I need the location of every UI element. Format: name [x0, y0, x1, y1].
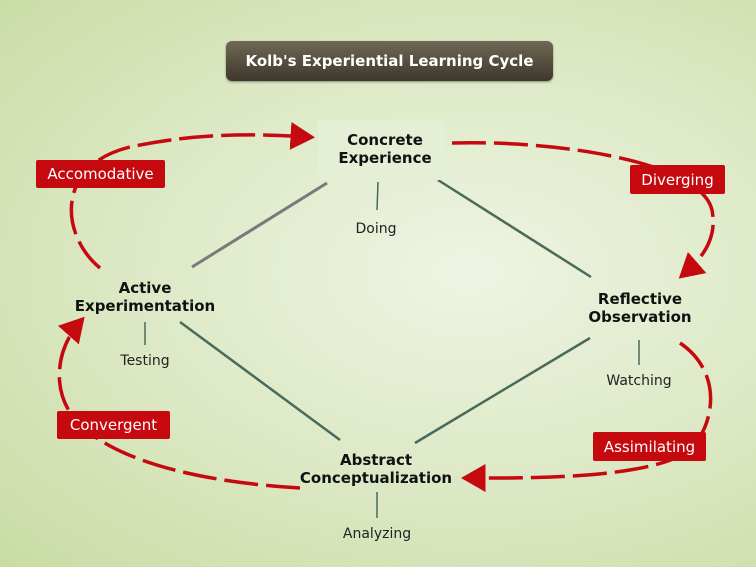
node-line: Abstract: [339, 451, 413, 469]
node-active-experimentation: Active Experimentation: [75, 279, 215, 315]
node-concrete-experience: Concrete Experience: [338, 131, 431, 167]
connector-ce-ae: [191, 181, 328, 269]
connector-ce-ro: [437, 178, 592, 279]
connector-ae-ac: [179, 320, 341, 442]
node-abstract-conceptualization: Abstract Conceptualization: [300, 451, 452, 487]
node-line: Conceptualization: [299, 469, 453, 487]
node-line: Observation: [588, 308, 692, 326]
node-line: Experimentation: [74, 297, 216, 315]
node-reflective-observation: Reflective Observation: [588, 290, 691, 326]
node-line: Experience: [338, 149, 432, 167]
activity-doing: Doing: [355, 221, 397, 237]
diagram-title: Kolb's Experiential Learning Cycle: [226, 41, 553, 81]
style-diverging: Diverging: [630, 165, 725, 194]
node-line: Reflective: [597, 290, 683, 308]
style-assimilating: Assimilating: [593, 432, 706, 461]
activity-analyzing: Analyzing: [342, 526, 412, 542]
arrow-ae-to-ce: [69, 121, 315, 270]
node-line: Concrete: [347, 131, 423, 149]
arrow-ce-to-ro: [451, 140, 715, 279]
style-convergent: Convergent: [57, 411, 170, 439]
style-accomodative: Accomodative: [36, 160, 165, 188]
activity-testing: Testing: [120, 353, 170, 369]
arrow-ac-to-ae: [57, 316, 301, 490]
node-line: Active: [118, 279, 172, 297]
connector-ro-ac: [414, 336, 591, 445]
activity-watching: Watching: [606, 373, 672, 389]
concrete-experience-box: [318, 120, 445, 180]
